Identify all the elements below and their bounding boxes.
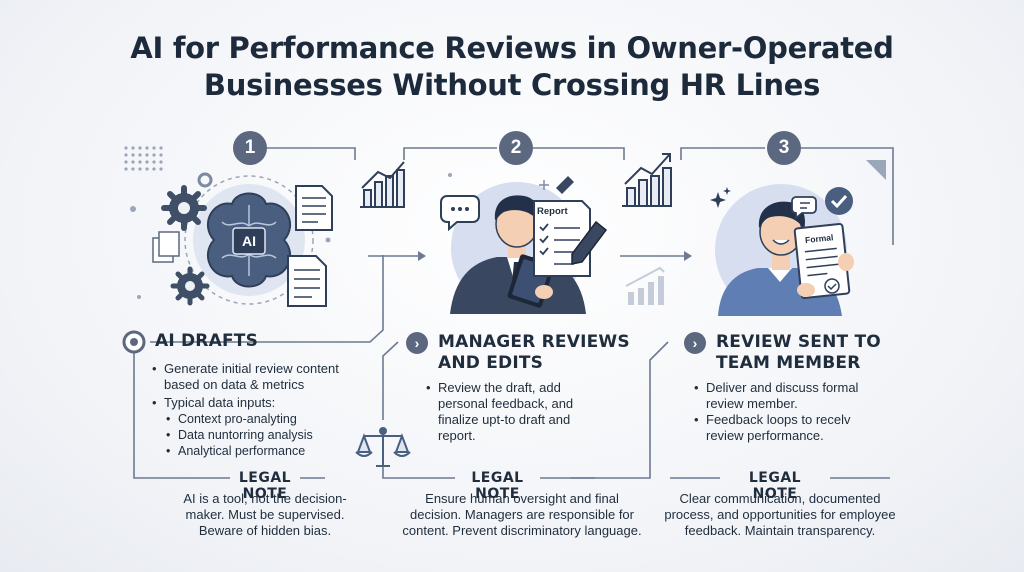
- step-number-2: 2: [499, 131, 533, 165]
- step-marker-icon: [122, 330, 146, 354]
- legal-line: Ensure human oversight and final: [425, 491, 619, 506]
- pen-icon: [556, 176, 608, 265]
- sparkle-icon: [710, 187, 731, 208]
- bullet-text: Review the draft, add: [438, 380, 561, 395]
- legal-note-text-1: AI is a tool, not the decision- maker. M…: [150, 491, 380, 539]
- bullet-text: Typical data inputs:: [164, 395, 276, 410]
- legal-line: maker. Must be supervised.: [185, 507, 345, 522]
- bullet-text: Generate initial review content: [164, 361, 339, 376]
- heading-line: MANAGER REVIEWS: [438, 332, 630, 352]
- flow-connectors: [133, 147, 894, 479]
- bullet-item: Typical data inputs:: [150, 395, 380, 411]
- sub-bullet-item: Analytical performance: [150, 443, 380, 459]
- legal-line: content. Prevent discriminatory language…: [402, 523, 642, 538]
- checkmark-badge-icon: [825, 187, 853, 215]
- step-1-heading: AI DRAFTS: [155, 331, 258, 352]
- ai-brain-icon: [184, 175, 314, 305]
- legal-line: feedback. Maintain transparency.: [684, 523, 876, 538]
- bullet-item: Deliver and discuss formal review member…: [692, 380, 902, 412]
- legal-note-title-3: LEGAL NOTE: [748, 470, 802, 502]
- speech-bubble-icon: [440, 195, 480, 232]
- step-number-3: 3: [767, 131, 801, 165]
- heading-line: REVIEW SENT TO: [716, 332, 881, 352]
- arrow-heads: [418, 251, 692, 261]
- sub-bullet-item: Data nuntorring analysis: [150, 427, 380, 443]
- bullet-text: personal feedback, and: [438, 396, 574, 411]
- dot-decoration: [130, 173, 452, 299]
- legal-line: AI is a tool, not the decision-: [183, 491, 347, 506]
- bullet-item: Review the draft, add personal feedback,…: [424, 380, 624, 444]
- chevron-right-icon: ›: [684, 332, 706, 354]
- legal-line: Beware of hidden bias.: [198, 523, 332, 538]
- ai-chip-label: AI: [242, 233, 256, 249]
- bar-chart-icon: [625, 266, 665, 305]
- page-title: AI for Performance Reviews in Owner-Oper…: [0, 30, 1024, 104]
- document-icon: [152, 231, 180, 263]
- legal-note-title-1: LEGAL NOTE: [238, 470, 292, 502]
- sparkle-icon: [539, 180, 549, 190]
- title-line-2: Businesses Without Crossing HR Lines: [203, 68, 821, 102]
- corner-triangle-decoration: [866, 160, 886, 180]
- step-3-bullets: Deliver and discuss formal review member…: [692, 380, 902, 444]
- bullet-text: Feedback loops to recelv: [706, 412, 851, 427]
- legal-note-text-3: Clear communication, documented process,…: [660, 491, 900, 539]
- bar-chart-icon: [622, 153, 672, 207]
- document-icon: [295, 185, 333, 231]
- chevron-right-icon: ›: [406, 332, 428, 354]
- gear-icon: [170, 266, 210, 306]
- heading-line: TEAM MEMBER: [716, 353, 861, 373]
- bullet-text: Deliver and discuss formal: [706, 380, 859, 395]
- legal-note-title-2: LEGAL NOTE: [471, 470, 524, 502]
- step-number-1: 1: [233, 131, 267, 165]
- heading-line: AND EDITS: [438, 353, 544, 373]
- bullet-text: review performance.: [706, 428, 824, 443]
- bullet-text: review member.: [706, 396, 798, 411]
- bullet-text: based on data & metrics: [164, 377, 305, 392]
- bullet-text: finalize upt-to draft and: [438, 412, 571, 427]
- legal-note-text-2: Ensure human oversight and final decisio…: [392, 491, 652, 539]
- dot-grid-decoration: [124, 146, 163, 171]
- report-doc-label: Report: [537, 206, 568, 217]
- step-2-heading: MANAGER REVIEWS AND EDITS: [438, 332, 630, 374]
- step-2-bullets: Review the draft, add personal feedback,…: [424, 380, 624, 444]
- legal-line: decision. Managers are responsible for: [409, 507, 634, 522]
- heading-line: AI DRAFTS: [155, 331, 259, 351]
- formal-document-icon: [793, 222, 854, 300]
- sub-bullet-item: Context pro-analyting: [150, 411, 380, 427]
- bullet-item: Feedback loops to recelv review performa…: [692, 412, 902, 444]
- gear-icon: [161, 185, 207, 231]
- speech-bubble-icon: [791, 196, 817, 220]
- legal-line: Clear communication, documented: [679, 491, 881, 506]
- gear-icon: [197, 172, 213, 188]
- title-line-1: AI for Performance Reviews in Owner-Oper…: [130, 31, 894, 65]
- document-icon: [287, 255, 327, 307]
- bar-chart-icon: [360, 161, 405, 208]
- legal-line: process, and opportunities for employee: [664, 507, 896, 522]
- bullet-text: report.: [438, 428, 476, 443]
- step-3-heading: REVIEW SENT TO TEAM MEMBER: [716, 332, 881, 374]
